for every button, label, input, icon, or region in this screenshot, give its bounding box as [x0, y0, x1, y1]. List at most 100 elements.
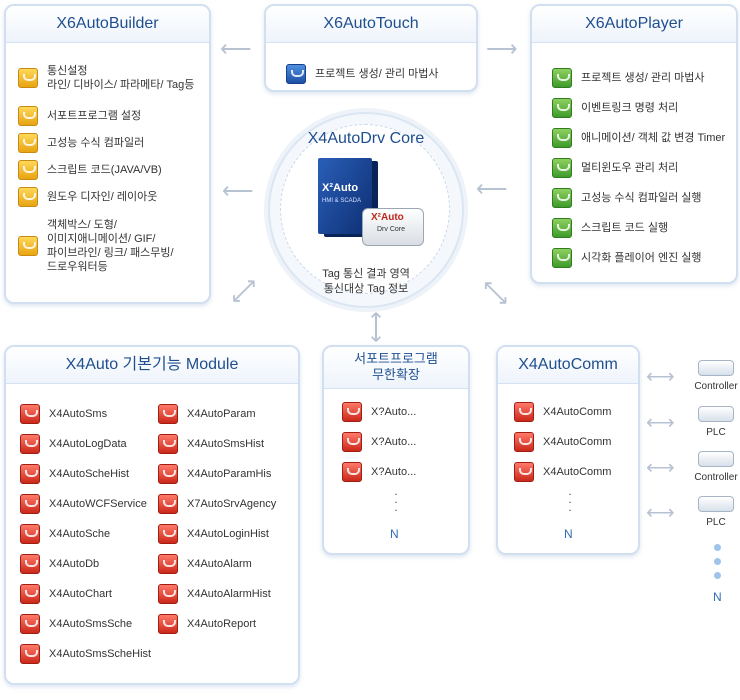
module-item: X4AutoSmsHist — [158, 434, 264, 454]
module-icon — [158, 494, 178, 514]
player-item: 프로젝트 생성/ 관리 마법사 — [552, 68, 705, 88]
builder-item: 서포트프로그램 설정 — [18, 106, 141, 126]
module-icon — [20, 644, 40, 664]
comm-module-icon — [514, 462, 534, 482]
support-title: 서포트프로그램 무한확장 — [324, 347, 468, 389]
core-title: X4AutoDrv Core — [307, 130, 425, 147]
module-item-label: X4AutoLoginHist — [187, 528, 269, 540]
module-item: X4AutoReport — [158, 614, 256, 634]
comm-item: X4AutoComm — [514, 462, 611, 482]
arrow-core-builder: ⟵ — [222, 178, 254, 203]
support-item-label: X?Auto... — [371, 436, 417, 448]
touch-icon — [286, 64, 306, 84]
device-label: Controller — [694, 472, 738, 483]
core-caption-1: Tag 통신 결과 영역 — [322, 268, 410, 280]
module-icon — [158, 434, 178, 454]
device-item: PLC — [692, 406, 740, 438]
module-item: X4AutoScheHist — [20, 464, 129, 484]
touch-title: X6AutoTouch — [266, 6, 476, 43]
support-item: X?Auto... — [342, 462, 416, 482]
module-item-label: X4AutoSmsSche — [49, 618, 133, 630]
module-item-label: X4AutoSms — [49, 408, 108, 420]
support-item-label: X?Auto... — [371, 466, 417, 478]
module-item: X4AutoParam — [158, 404, 255, 424]
player-item: 애니메이션/ 객체 값 변경 Timer — [552, 128, 725, 148]
support-item: X?Auto... — [342, 402, 416, 422]
builder-item-line: 이미지애니메이션/ GIF/ — [47, 233, 156, 245]
device-label: PLC — [706, 427, 726, 438]
module-icon — [20, 464, 40, 484]
device-icon — [698, 451, 734, 467]
support-panel: 서포트프로그램 무한확장 ... N X?Auto... X?Auto... X?A… — [322, 345, 470, 555]
player-item-label: 애니메이션/ 객체 값 변경 Timer — [581, 132, 726, 144]
comm-ellipsis: ... — [568, 484, 572, 514]
core-box-logo: X²Auto — [322, 182, 359, 194]
module-item: X4AutoSms — [20, 404, 107, 424]
module-item: X4AutoSmsSche — [20, 614, 132, 634]
device-dot-2 — [714, 558, 721, 565]
module-item-label: X4AutoDb — [49, 558, 100, 570]
touch-item: 프로젝트 생성/ 관리 마법사 — [286, 64, 439, 84]
player-item: 시각화 플레이어 엔진 실행 — [552, 248, 702, 268]
player-item-label: 스크립트 코드 실행 — [581, 222, 669, 234]
device-item: Controller — [692, 360, 740, 392]
player-item-label: 시각화 플레이어 엔진 실행 — [581, 252, 702, 264]
player-item-label: 프로젝트 생성/ 관리 마법사 — [581, 72, 705, 84]
device-icon — [698, 360, 734, 376]
player-check-icon — [552, 218, 572, 238]
comm-item-label: X4AutoComm — [543, 466, 612, 478]
module-item: X4AutoLoginHist — [158, 524, 269, 544]
module-item-label: X4AutoLogData — [49, 438, 127, 450]
device-dot-1 — [714, 544, 721, 551]
device-dot-3 — [714, 572, 721, 579]
arrow-core-support: ⟷ — [363, 311, 389, 343]
builder-item-line: 객체박스/ 도형/ — [47, 219, 117, 231]
core-circle: X4AutoDrv Core X²Auto HMI & SCADA X²Auto… — [268, 112, 464, 308]
support-module-icon — [342, 402, 362, 422]
modules-title: X4Auto 기본기능 Module — [6, 347, 298, 384]
builder-item-text: 스크립트 코드(JAVA/VB) — [47, 163, 162, 177]
builder-item-text: 서포트프로그램 설정 — [47, 109, 141, 123]
support-ellipsis: ... — [394, 484, 398, 514]
player-item: 고성능 수식 컴파일러 실행 — [552, 188, 702, 208]
device-link-arrow: ⟷ — [646, 502, 675, 524]
support-n-label: N — [390, 527, 399, 541]
module-icon — [20, 434, 40, 454]
builder-item: 고성능 수식 컴파일러 — [18, 133, 144, 153]
device-item: Controller — [692, 451, 740, 483]
builder-item-line: 원도우 디자인/ 레이아웃 — [47, 191, 158, 203]
player-check-icon — [552, 248, 572, 268]
player-check-icon — [552, 98, 572, 118]
builder-pencil-icon — [18, 187, 38, 207]
arrow-core-modules: ⟷ — [223, 270, 264, 311]
builder-pencil-icon — [18, 68, 38, 88]
comm-item-label: X4AutoComm — [543, 436, 612, 448]
module-item-label: X4AutoSmsHist — [187, 438, 265, 450]
builder-item-line: 파이브라인/ 링크/ 패스무빙/ — [47, 247, 174, 259]
player-check-icon — [552, 158, 572, 178]
module-icon — [158, 404, 178, 424]
device-n-label: N — [713, 590, 722, 604]
module-icon — [20, 614, 40, 634]
builder-item-line: 고성능 수식 컴파일러 — [47, 137, 145, 149]
module-item: X4AutoLogData — [20, 434, 127, 454]
module-item: X4AutoParamHis — [158, 464, 271, 484]
touch-item-label: 프로젝트 생성/ 관리 마법사 — [315, 68, 439, 80]
comm-module-icon — [514, 402, 534, 422]
core-box-sub: HMI & SCADA — [322, 198, 362, 204]
comm-item: X4AutoComm — [514, 402, 611, 422]
support-module-icon — [342, 432, 362, 452]
arrow-core-comm: ⟷ — [476, 272, 517, 313]
builder-item-text: 원도우 디자인/ 레이아웃 — [47, 190, 157, 204]
arrow-touch-player: ⟶ — [486, 36, 518, 61]
module-item: X4AutoDb — [20, 554, 99, 574]
device-link-arrow: ⟷ — [646, 412, 675, 434]
module-item-label: X7AutoSrvAgency — [187, 498, 277, 510]
core-device: X²Auto Drv Core — [362, 208, 424, 246]
core-caption-2: 통신대상 Tag 정보 — [323, 283, 409, 295]
module-icon — [20, 404, 40, 424]
module-item-label: X4AutoReport — [187, 618, 257, 630]
